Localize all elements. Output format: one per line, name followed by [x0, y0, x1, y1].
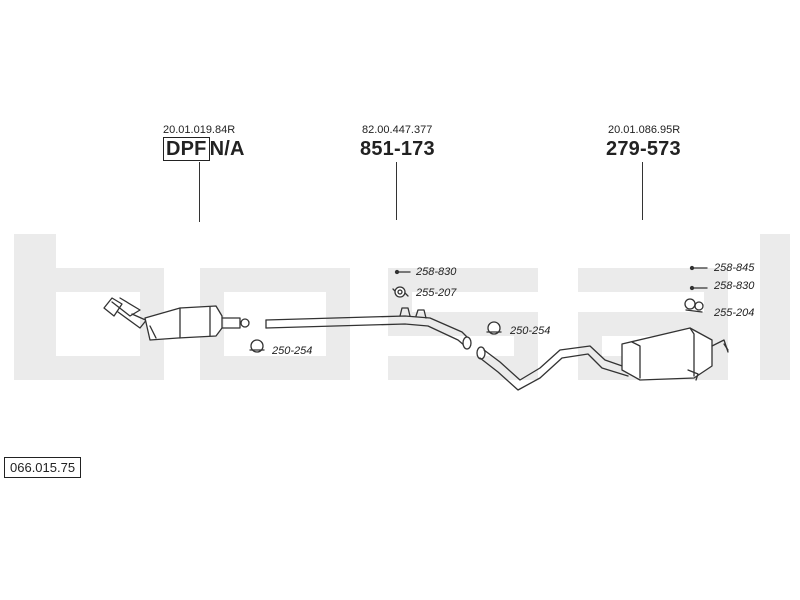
bolt-icon	[689, 285, 708, 291]
watermark-letter-s	[388, 268, 538, 292]
bolt-icon	[394, 269, 411, 275]
part-number-dpf-value: N/A	[209, 138, 245, 160]
clamp-icon	[249, 339, 265, 353]
watermark-letter-o	[200, 268, 350, 292]
clamp-icon	[486, 321, 502, 335]
accessory-label[interactable]: 255-204	[714, 307, 755, 319]
leader-line-rear-silencer	[642, 162, 643, 220]
accessory-label[interactable]: 250-254	[272, 345, 313, 357]
watermark-letter-b	[14, 234, 56, 380]
accessory-label[interactable]: 258-845	[714, 262, 755, 274]
dpf-badge: DPF	[163, 137, 210, 161]
part-number-middle-pipe[interactable]: 851-173	[360, 138, 435, 160]
part-number-rear-silencer[interactable]: 279-573	[606, 138, 681, 160]
hanger-icon	[684, 298, 704, 313]
leader-line-middle-pipe	[396, 162, 397, 220]
rear-silencer	[476, 327, 729, 391]
oe-number-rear-silencer: 20.01.086.95R	[608, 124, 681, 136]
gasket-icon	[392, 286, 409, 298]
leader-line-dpf	[199, 162, 200, 222]
accessory-label[interactable]: 258-830	[714, 280, 755, 292]
middle-pipe	[265, 307, 472, 350]
accessory-label[interactable]: 255-207	[416, 287, 457, 299]
oe-number-dpf: 20.01.019.84R	[163, 124, 236, 136]
oe-number-middle-pipe: 82.00.447.377	[362, 124, 433, 136]
reference-code: 066.015.75	[4, 457, 82, 478]
dpf-unit	[103, 297, 250, 341]
accessory-label[interactable]: 250-254	[510, 325, 551, 337]
watermark-letter-l	[760, 234, 790, 380]
accessory-label[interactable]: 258-830	[416, 266, 457, 278]
bolt-icon	[689, 265, 708, 271]
